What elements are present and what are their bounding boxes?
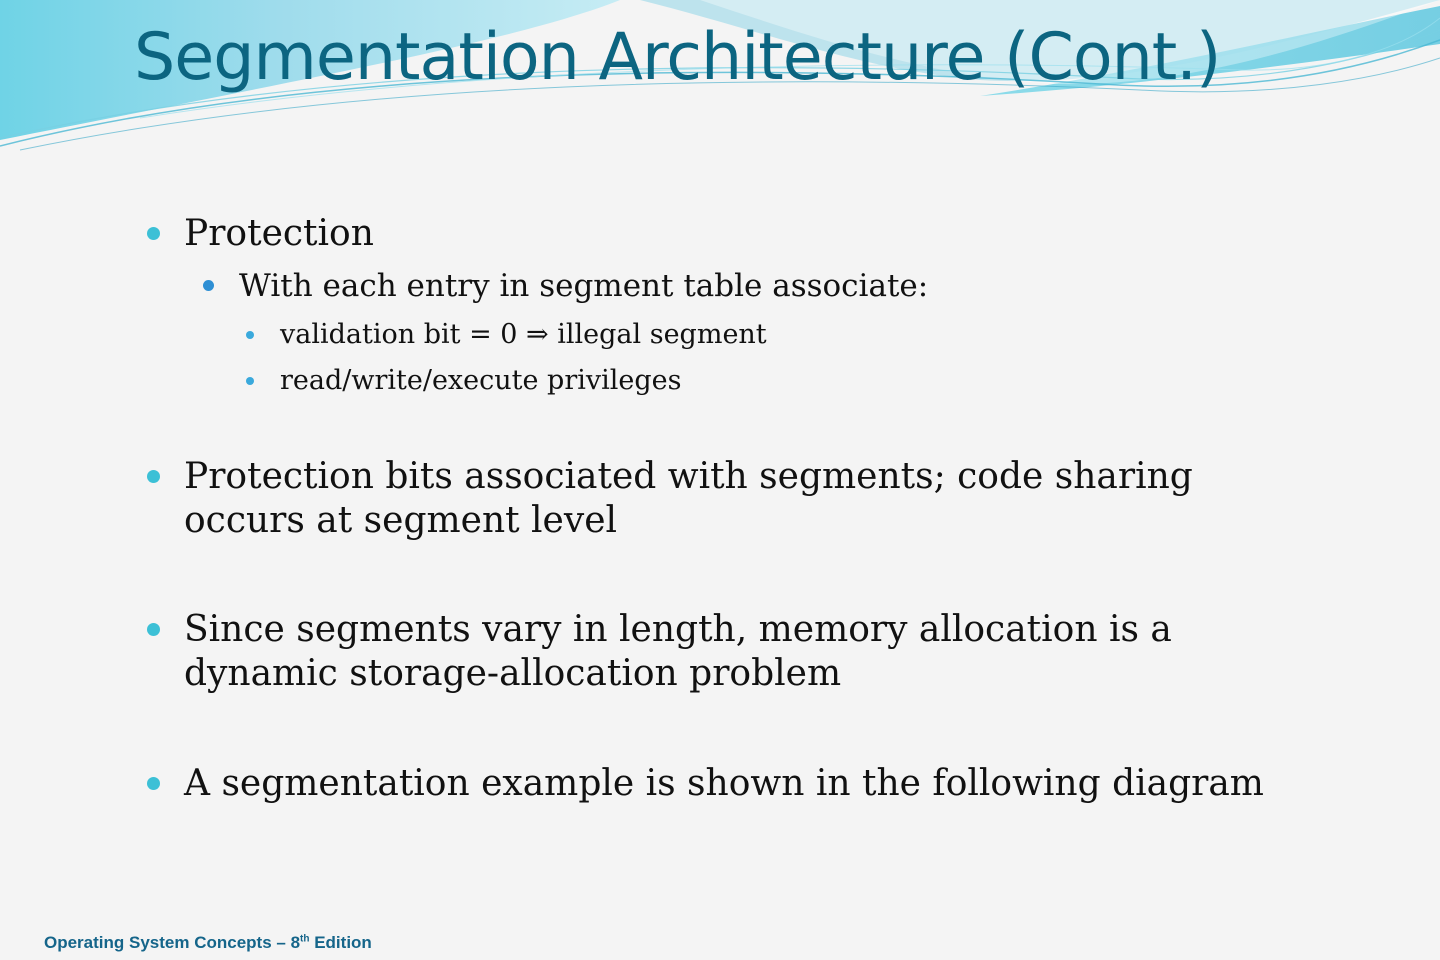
bullet-dot-icon [147, 470, 160, 483]
sub-sub-bullet-validation-bit: validation bit = 0 ⇒ illegal segment [246, 318, 1146, 352]
bullet-segmentation-example: A segmentation example is shown in the f… [147, 762, 1322, 806]
footer-book-title: Operating System Concepts – 8th Edition [44, 933, 372, 953]
bullet-protection-bits: Protection bits associated with segments… [147, 455, 1322, 543]
footer-superscript: th [300, 933, 310, 945]
bullet-dot-icon [147, 227, 160, 240]
bullet-dot-icon [147, 623, 160, 636]
bullet-text: read/write/execute privileges [280, 365, 682, 396]
bullet-dot-icon [246, 377, 254, 385]
bullet-text: validation bit = 0 ⇒ illegal segment [280, 319, 767, 350]
header-wave-decoration [0, 0, 1440, 151]
bullet-protection: Protection [147, 212, 1322, 256]
footer-suffix: Edition [309, 933, 372, 952]
bullet-text: Protection [184, 213, 374, 254]
bullet-dot-icon [203, 280, 214, 291]
sub-bullet-segment-table: With each entry in segment table associa… [203, 267, 1203, 305]
bullet-text: With each entry in segment table associa… [239, 268, 929, 304]
bullet-dot-icon [246, 331, 254, 339]
footer-prefix: Operating System Concepts – 8 [44, 933, 301, 952]
bullet-text: A segmentation example is shown in the f… [184, 763, 1264, 804]
bullet-dot-icon [147, 777, 160, 790]
slide-title: Segmentation Architecture (Cont.) [134, 20, 1221, 95]
bullet-segments-vary: Since segments vary in length, memory al… [147, 608, 1322, 696]
bullet-text: Since segments vary in length, memory al… [184, 609, 1172, 694]
bullet-text: Protection bits associated with segments… [184, 456, 1193, 541]
sub-sub-bullet-privileges: read/write/execute privileges [246, 364, 1146, 398]
